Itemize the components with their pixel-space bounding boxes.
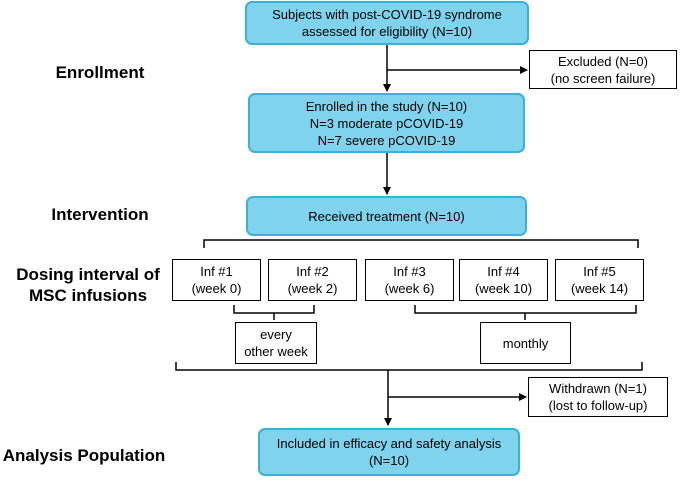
- infusion-week: (week 14): [570, 281, 629, 296]
- assessed-line-1: Subjects with post-COVID-19 syndrome: [272, 7, 502, 22]
- withdrawn-line-1: Withdrawn (N=1): [549, 381, 647, 396]
- enrolled-line-3: N=7 severe pCOVID-19: [317, 132, 456, 148]
- interval-biweekly-line-1: every: [260, 327, 292, 342]
- interval-biweekly-line-2: other week: [244, 344, 308, 359]
- excluded-box: Excluded (N=0) (no screen failure): [529, 50, 677, 89]
- infusion-label: Inf #2: [296, 264, 329, 279]
- infusion-week: (week 2): [287, 281, 338, 296]
- stage-enrollment: Enrollment: [55, 63, 145, 82]
- stage-dosing-line-2: MSC infusions: [28, 286, 148, 305]
- stage-analysis: Analysis Population: [2, 446, 166, 465]
- infusion-box-5: Inf #5 (week 14): [555, 259, 644, 301]
- infusion-box-1: Inf #1 (week 0): [172, 259, 261, 301]
- excluded-line-1: Excluded (N=0): [558, 53, 648, 69]
- bracket-biweekly: [233, 305, 315, 314]
- withdrawn-line-2: (lost to follow-up): [548, 398, 648, 413]
- treatment-box: Received treatment (N=10): [246, 196, 527, 236]
- analysis-line-2: (N=10): [368, 453, 410, 468]
- bracket-infusions: [203, 239, 639, 248]
- treatment-line-1: Received treatment (N=10): [308, 208, 465, 224]
- stage-dosing-line-1: Dosing interval of: [16, 265, 160, 284]
- infusion-week: (week 6): [384, 281, 435, 296]
- infusion-label: Inf #5: [583, 264, 616, 279]
- infusion-week: (week 0): [191, 281, 242, 296]
- infusion-box-3: Inf #3 (week 6): [365, 259, 454, 301]
- infusion-box-4: Inf #4 (week 10): [459, 259, 548, 301]
- withdrawn-box: Withdrawn (N=1) (lost to follow-up): [528, 377, 668, 417]
- interval-biweekly-box: every other week: [235, 322, 317, 364]
- bracket-all: [175, 362, 643, 371]
- infusion-label: Inf #3: [393, 264, 426, 279]
- infusion-label: Inf #1: [200, 264, 233, 279]
- bracket-monthly: [414, 305, 637, 314]
- interval-monthly-label: monthly: [502, 335, 549, 351]
- enrolled-line-2: N=3 moderate pCOVID-19: [309, 115, 464, 131]
- excluded-line-2: (no screen failure): [550, 70, 656, 86]
- analysis-line-1: Included in efficacy and safety analysis: [276, 436, 502, 451]
- infusion-label: Inf #4: [487, 264, 520, 279]
- analysis-box: Included in efficacy and safety analysis…: [258, 428, 520, 476]
- stage-dosing: Dosing interval of MSC infusions: [2, 264, 174, 306]
- assessed-box: Subjects with post-COVID-19 syndrome ass…: [245, 1, 529, 45]
- stage-intervention: Intervention: [51, 205, 149, 224]
- enrolled-line-1: Enrolled in the study (N=10): [305, 98, 468, 114]
- interval-monthly-box: monthly: [480, 322, 571, 364]
- infusion-box-2: Inf #2 (week 2): [268, 259, 357, 301]
- assessed-line-2: assessed for eligibility (N=10): [301, 24, 473, 39]
- infusion-week: (week 10): [474, 281, 533, 296]
- enrolled-box: Enrolled in the study (N=10) N=3 moderat…: [248, 93, 525, 153]
